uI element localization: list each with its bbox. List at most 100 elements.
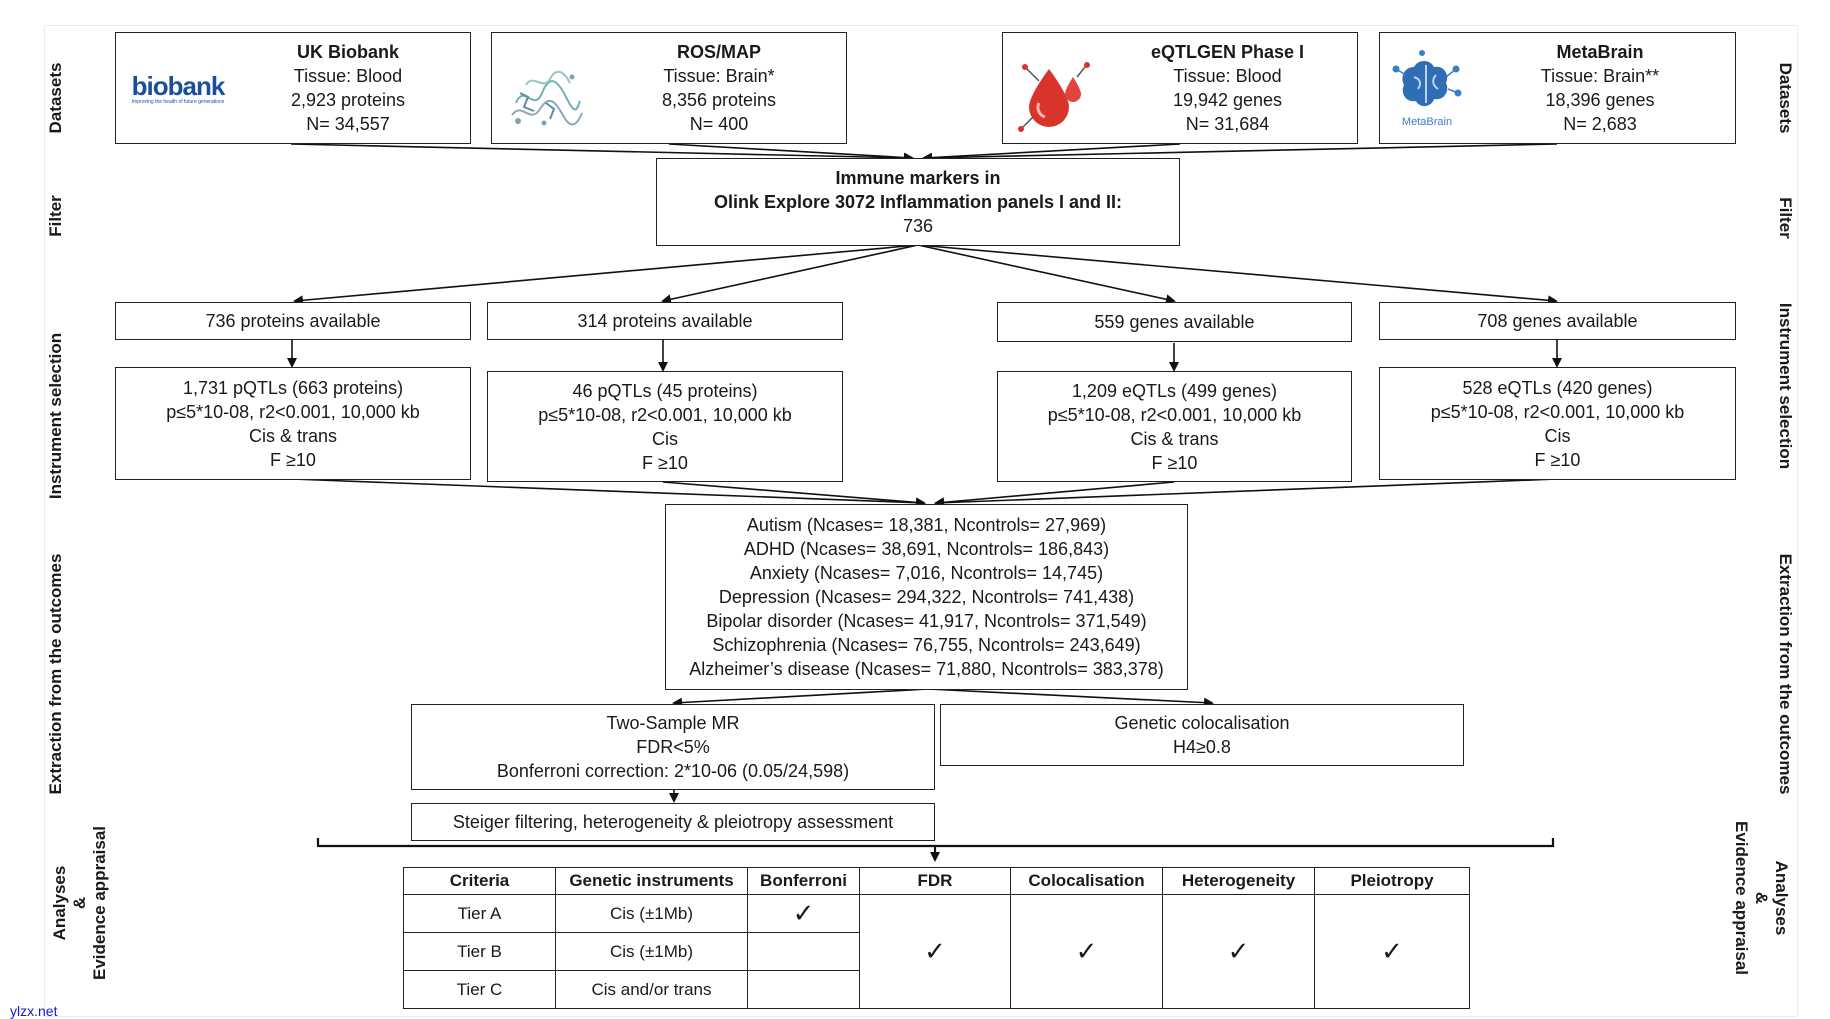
side-label-text: Evidence appraisal — [90, 825, 109, 981]
available-box-3: 559 genes available — [997, 302, 1352, 342]
dataset-count: 18,396 genes — [1545, 90, 1655, 110]
header-criteria: Criteria — [403, 867, 556, 895]
side-label-text: Extraction from the outcomes — [46, 553, 65, 795]
instrument-box-4: 528 eQTLs (420 genes) p≤5*10-08, r2<0.00… — [1379, 367, 1736, 480]
dataset-count: 8,356 proteins — [661, 90, 777, 110]
mr-line: FDR<5% — [636, 737, 710, 757]
tier-cell: Tier B — [403, 932, 556, 971]
outcome-item: Bipolar disorder (Ncases= 41,917, Ncontr… — [706, 611, 1147, 631]
available-label: 708 genes available — [1477, 311, 1638, 331]
dataset-box-ukbiobank: biobank Improving the health of future g… — [115, 32, 471, 144]
instrument-line: F ≥10 — [642, 452, 688, 473]
dataset-text: eQTLGEN Phase I Tissue: Blood 19,942 gen… — [1108, 33, 1347, 143]
header-heterogeneity: Heterogeneity — [1162, 867, 1315, 895]
fdr-check-icon: ✓ — [859, 894, 1011, 1009]
heterogeneity-check-icon: ✓ — [1162, 894, 1315, 1009]
filter-count: 736 — [902, 216, 934, 236]
two-sample-mr-box: Two-Sample MR FDR<5% Bonferroni correcti… — [411, 704, 935, 790]
side-label-text: Instrument selection — [46, 332, 65, 500]
dataset-n: N= 2,683 — [1563, 114, 1637, 134]
instrument-line: Cis & trans — [1130, 428, 1219, 449]
side-label-text: Extraction from the outcomes — [1776, 553, 1795, 795]
instrument-line: 1,731 pQTLs (663 proteins) — [182, 377, 404, 398]
brain-network-icon — [1392, 50, 1462, 107]
side-label-filter-right: Filter — [1775, 197, 1795, 239]
dataset-box-rosmap: ROS/MAP Tissue: Brain* 8,356 proteins N=… — [491, 32, 847, 144]
side-label-text: & — [1752, 891, 1771, 905]
dataset-title: eQTLGEN Phase I — [1150, 42, 1305, 62]
dataset-box-metabrain: MetaBrain MetaBrain Tissue: Brain** 18,3… — [1379, 32, 1736, 144]
tier-cell: Tier C — [403, 970, 556, 1009]
available-box-1: 736 proteins available — [115, 302, 471, 340]
outcome-item: Anxiety (Ncases= 7,016, Ncontrols= 14,74… — [749, 563, 1104, 583]
side-label-text: Instrument selection — [1776, 302, 1795, 470]
biobank-logo-text: biobank — [131, 71, 226, 101]
mr-line: Two-Sample MR — [606, 713, 740, 733]
side-label-instrument-left: Instrument selection — [46, 333, 66, 499]
header-pleiotropy: Pleiotropy — [1314, 867, 1470, 895]
biobank-logo: biobank Improving the health of future g… — [128, 73, 228, 106]
table-row: Tier B Cis (±1Mb) — [403, 932, 1470, 971]
side-label-datasets-left: Datasets — [46, 63, 66, 134]
dataset-count: 19,942 genes — [1172, 90, 1283, 110]
instruments-cell: Cis and/or trans — [555, 970, 748, 1009]
side-label-text: Filter — [1776, 197, 1795, 239]
mr-line: Bonferroni correction: 2*10-06 (0.05/24,… — [496, 761, 850, 781]
side-label-analyses-left: Analyses & Evidence appraisal — [50, 826, 110, 980]
side-label-text: Evidence appraisal — [1732, 820, 1751, 976]
coloc-line: H4≥0.8 — [1173, 737, 1231, 757]
dataset-text: UK Biobank Tissue: Blood 2,923 proteins … — [236, 33, 460, 143]
instrument-line: p≤5*10-08, r2<0.001, 10,000 kb — [1430, 401, 1685, 422]
biobank-logo-subtitle: Improving the health of future generatio… — [131, 99, 225, 105]
available-label: 559 genes available — [1094, 312, 1255, 332]
dataset-n: N= 400 — [689, 114, 749, 134]
table-header-row: Criteria Genetic instruments Bonferroni … — [403, 867, 1470, 895]
criteria-table: Criteria Genetic instruments Bonferroni … — [403, 867, 1470, 1009]
instrument-line: Cis — [1544, 425, 1571, 446]
side-label-text: & — [70, 896, 89, 910]
instrument-line: Cis — [652, 428, 678, 449]
available-label: 736 proteins available — [205, 311, 381, 331]
side-label-analyses-right: Analyses & Evidence appraisal — [1731, 821, 1791, 975]
available-box-4: 708 genes available — [1379, 302, 1736, 340]
filter-box: Immune markers in Olink Explore 3072 Inf… — [656, 158, 1180, 246]
dataset-tissue: Tissue: Blood — [1173, 66, 1282, 86]
available-label: 314 proteins available — [577, 311, 753, 331]
outcomes-box: Autism (Ncases= 18,381, Ncontrols= 27,96… — [665, 504, 1188, 690]
dataset-box-eqtlgen: eQTLGEN Phase I Tissue: Blood 19,942 gen… — [1002, 32, 1358, 144]
outcome-item: Schizophrenia (Ncases= 76,755, Ncontrols… — [712, 635, 1141, 655]
colocalisation-box: Genetic colocalisation H4≥0.8 — [940, 704, 1464, 766]
instruments-cell: Cis (±1Mb) — [555, 894, 748, 933]
bonferroni-cell — [747, 932, 860, 971]
instrument-line: 46 pQTLs (45 proteins) — [572, 380, 758, 401]
dataset-tissue: Tissue: Blood — [293, 66, 403, 86]
side-label-text: Filter — [46, 195, 65, 237]
instrument-line: p≤5*10-08, r2<0.001, 10,000 kb — [166, 401, 420, 422]
instrument-line: 528 eQTLs (420 genes) — [1462, 377, 1653, 398]
header-fdr: FDR — [859, 867, 1011, 895]
steiger-label: Steiger filtering, heterogeneity & pleio… — [452, 812, 894, 832]
instrument-box-3: 1,209 eQTLs (499 genes) p≤5*10-08, r2<0.… — [997, 371, 1352, 482]
dataset-title: ROS/MAP — [676, 42, 761, 62]
outcome-item: Alzheimer’s disease (Ncases= 71,880, Nco… — [689, 659, 1164, 679]
dataset-n: N= 31,684 — [1185, 114, 1270, 134]
dataset-title: UK Biobank — [296, 42, 399, 62]
available-box-2: 314 proteins available — [487, 302, 843, 340]
instrument-line: 1,209 eQTLs (499 genes) — [1071, 380, 1278, 401]
instrument-line: F ≥10 — [1534, 449, 1581, 470]
coloc-line: Genetic colocalisation — [1114, 713, 1290, 733]
side-label-text: Analyses — [50, 865, 69, 941]
pleiotropy-check-icon: ✓ — [1314, 894, 1470, 1009]
side-label-extraction-right: Extraction from the outcomes — [1775, 554, 1795, 795]
outcome-item: Depression (Ncases= 294,322, Ncontrols= … — [718, 587, 1135, 607]
dataset-n: N= 34,557 — [306, 114, 390, 134]
instruments-cell: Cis (±1Mb) — [555, 932, 748, 971]
header-bonferroni: Bonferroni — [747, 867, 860, 895]
table-row: Tier C Cis and/or trans — [403, 970, 1470, 1009]
instrument-line: F ≥10 — [1151, 452, 1198, 473]
outcome-item: Autism (Ncases= 18,381, Ncontrols= 27,96… — [746, 515, 1107, 535]
instrument-box-2: 46 pQTLs (45 proteins) p≤5*10-08, r2<0.0… — [487, 371, 843, 482]
side-label-extraction-left: Extraction from the outcomes — [46, 554, 66, 795]
header-genetic-instruments: Genetic instruments — [555, 867, 748, 895]
